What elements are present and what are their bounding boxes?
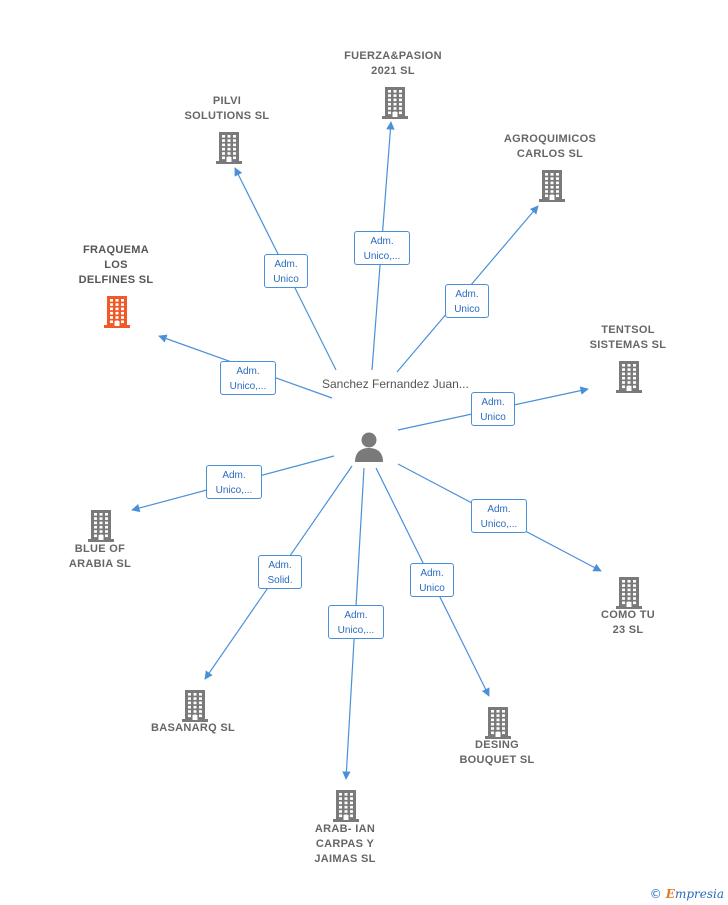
relation-label-line: Solid. [267, 575, 293, 586]
relation-label-line: Adm. [268, 560, 292, 571]
company-label-fuerza[interactable]: FUERZA&PASION 2021 SL [328, 49, 458, 79]
building-icon-pilvi[interactable] [212, 130, 246, 164]
company-label-line: CARLOS SL [516, 148, 584, 160]
company-label-line: ARABIA SL [68, 558, 132, 570]
brand-watermark: ©Empresia [650, 887, 724, 901]
building-icon-agroquimicos[interactable] [535, 168, 569, 202]
brand-name: mpresia [674, 887, 724, 901]
relation-label-basanarq[interactable]: Adm. Solid. [258, 555, 302, 589]
copyright-icon: © [649, 887, 662, 901]
relation-label-fraquema[interactable]: Adm. Unico,... [220, 361, 276, 395]
relation-label-line: Unico,... [363, 251, 401, 262]
building-icon-fuerza[interactable] [378, 85, 412, 119]
company-label-line: SOLUTIONS SL [184, 110, 270, 122]
building-icon-fraquema[interactable] [100, 294, 134, 328]
relation-label-arabian[interactable]: Adm. Unico,... [328, 605, 384, 639]
building-icon-basanarq[interactable] [178, 688, 212, 722]
company-label-agroquimicos[interactable]: AGROQUIMICOS CARLOS SL [490, 132, 610, 162]
relation-label-fuerza[interactable]: Adm. Unico,... [354, 231, 410, 265]
company-label-line: BLUE OF [74, 543, 126, 555]
building-icon-comotu[interactable] [612, 575, 646, 609]
relation-label-line: Unico [454, 304, 480, 315]
relation-label-line: Unico,... [229, 381, 267, 392]
relation-label-blueofarabia[interactable]: Adm. Unico,... [206, 465, 262, 499]
person-name-line: Fernandez [372, 377, 430, 391]
company-label-line: COMO TU [600, 609, 656, 621]
company-label-line: LOS [104, 259, 128, 271]
relation-label-line: Unico,... [215, 485, 253, 496]
relation-label-line: Adm. [420, 568, 444, 579]
relation-label-line: Adm. [222, 470, 246, 481]
relation-label-pilvi[interactable]: Adm. Unico [264, 254, 308, 288]
relation-label-tentsol[interactable]: Adm. Unico [471, 392, 515, 426]
relation-label-line: Unico [480, 412, 506, 423]
company-label-pilvi[interactable]: PILVI SOLUTIONS SL [172, 94, 282, 124]
relation-label-line: Adm. [455, 289, 479, 300]
company-label-line: ARAB- IAN [314, 823, 376, 835]
person-name[interactable]: Sanchez Fernandez Juan... [322, 377, 469, 391]
relation-label-comotu[interactable]: Adm. Unico,... [471, 499, 527, 533]
relation-label-line: Unico [273, 274, 299, 285]
company-label-line: JAIMAS SL [314, 853, 376, 865]
relation-label-line: Adm. [481, 397, 505, 408]
relation-label-line: Unico,... [480, 519, 518, 530]
person-name-line: Sanchez [322, 377, 369, 391]
relation-label-line: Unico,... [337, 625, 375, 636]
building-icon-blueofarabia[interactable] [84, 508, 118, 542]
relation-label-line: Adm. [274, 259, 298, 270]
brand-initial: E [665, 887, 675, 901]
company-label-line: FRAQUEMA [83, 244, 149, 256]
person-icon[interactable] [354, 431, 384, 463]
company-label-comotu[interactable]: COMO TU 23 SL [583, 608, 673, 638]
building-icon-tentsol[interactable] [612, 359, 646, 393]
relation-label-desing[interactable]: Adm. Unico [410, 563, 454, 597]
company-label-blueofarabia[interactable]: BLUE OF ARABIA SL [50, 542, 150, 572]
relation-label-line: Adm. [487, 504, 511, 515]
building-icon-arabian[interactable] [329, 788, 363, 822]
relation-label-line: Adm. [344, 610, 368, 621]
building-icon-desing[interactable] [481, 705, 515, 739]
company-label-line: DELFINES SL [78, 274, 154, 286]
company-label-desing[interactable]: DESING BOUQUET SL [447, 738, 547, 768]
company-label-tentsol[interactable]: TENTSOL SISTEMAS SL [578, 323, 678, 353]
relation-label-line: Unico [419, 583, 445, 594]
company-label-line: AGROQUIMICOS [503, 133, 597, 145]
company-label-line: FUERZA&PASION [344, 50, 442, 62]
company-label-line: CARPAS Y [315, 838, 375, 850]
company-label-fraquema[interactable]: FRAQUEMA LOS DELFINES SL [61, 243, 171, 288]
relation-label-line: Adm. [370, 236, 394, 247]
company-label-line: SISTEMAS SL [589, 339, 667, 351]
person-name-line: Juan... [432, 377, 469, 391]
company-label-line: TENTSOL [601, 324, 655, 336]
company-label-arabian[interactable]: ARAB- IAN CARPAS Y JAIMAS SL [295, 822, 395, 867]
company-label-line: BASANARQ SL [151, 722, 235, 734]
company-label-basanarq[interactable]: BASANARQ SL [138, 721, 248, 736]
company-label-line: PILVI [212, 95, 242, 107]
company-label-line: DESING [475, 739, 519, 751]
company-label-line: BOUQUET SL [459, 754, 535, 766]
company-label-line: 23 SL [612, 624, 644, 636]
company-label-line: 2021 SL [371, 65, 415, 77]
relation-label-agroquimicos[interactable]: Adm. Unico [445, 284, 489, 318]
relation-label-line: Adm. [236, 366, 260, 377]
